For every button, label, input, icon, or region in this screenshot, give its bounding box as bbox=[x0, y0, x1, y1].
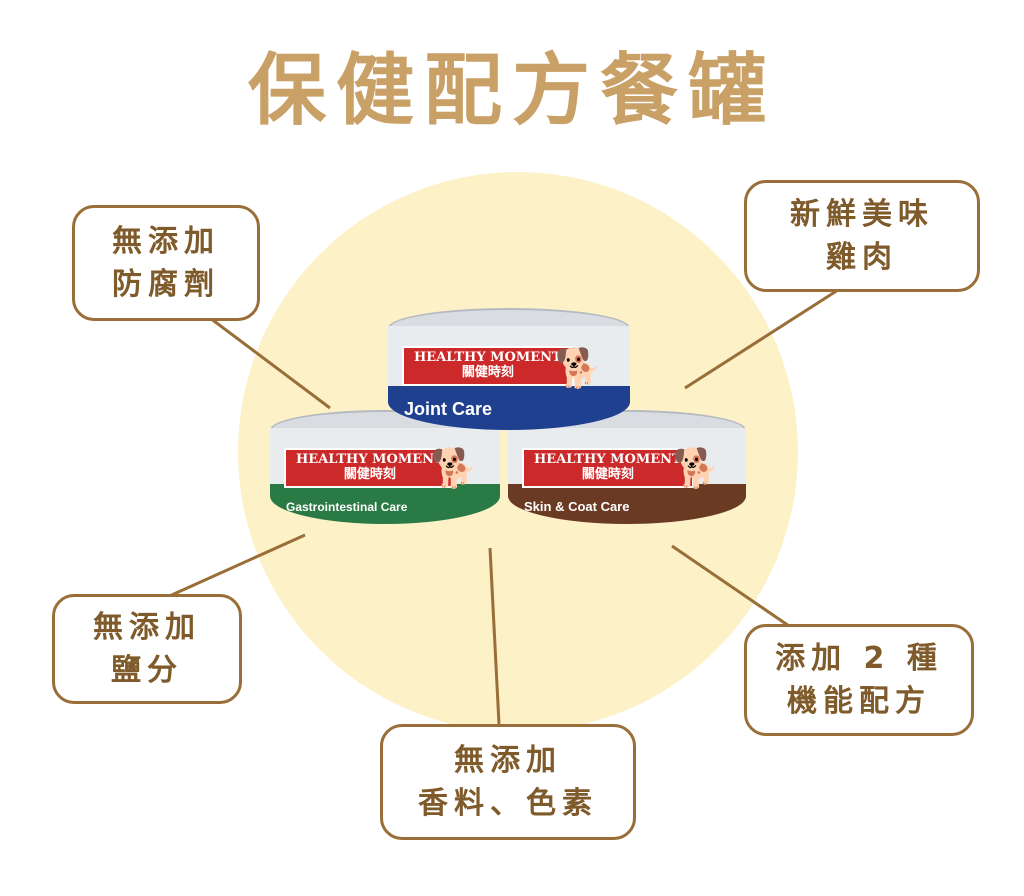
brand-label: HEALTHY MOMENT 關健時刻 bbox=[402, 346, 574, 386]
connector-functional-formula bbox=[671, 544, 793, 630]
brand-label: HEALTHY MOMENT 關健時刻 bbox=[284, 448, 456, 488]
callout-no-flavor-color: 無添加 香料、色素 bbox=[380, 724, 636, 840]
can-body: HEALTHY MOMENT 關健時刻 🐕 Gastrointestinal C… bbox=[270, 428, 500, 524]
can-name: Skin & Coat Care bbox=[524, 499, 630, 514]
can-band bbox=[388, 386, 630, 430]
page-title: 保健配方餐罐 bbox=[247, 46, 776, 136]
can-name: Gastrointestinal Care bbox=[286, 500, 408, 514]
connector-no-flavor-color bbox=[488, 547, 501, 725]
dog-icon: 🐕 bbox=[672, 446, 720, 490]
callout-fresh-chicken: 新鮮美味 雞肉 bbox=[744, 180, 980, 292]
dog-icon: 🐕 bbox=[554, 346, 602, 390]
can-joint: HEALTHY MOMENT 關健時刻 🐕 Joint Care bbox=[388, 308, 630, 436]
connector-fresh-chicken bbox=[684, 288, 839, 390]
brand-label: HEALTHY MOMENT 關健時刻 bbox=[522, 448, 694, 488]
can-band bbox=[508, 484, 746, 524]
connector-no-salt bbox=[164, 533, 306, 600]
callout-no-preservatives: 無添加 防腐劑 bbox=[72, 205, 260, 321]
connector-no-preservatives bbox=[209, 316, 331, 410]
can-body: HEALTHY MOMENT 關健時刻 🐕 Joint Care bbox=[388, 326, 630, 430]
can-gastrointestinal: HEALTHY MOMENT 關健時刻 🐕 Gastrointestinal C… bbox=[270, 410, 500, 530]
callout-functional-formula: 添加 2 種 機能配方 bbox=[744, 624, 974, 736]
callout-no-salt: 無添加 鹽分 bbox=[52, 594, 242, 704]
can-name: Joint Care bbox=[404, 399, 493, 419]
can-band bbox=[270, 484, 500, 524]
dog-icon: 🐕 bbox=[430, 446, 478, 490]
can-body: HEALTHY MOMENT 關健時刻 🐕 Skin & Coat Care bbox=[508, 428, 746, 524]
can-skin-coat: HEALTHY MOMENT 關健時刻 🐕 Skin & Coat Care bbox=[508, 410, 746, 530]
